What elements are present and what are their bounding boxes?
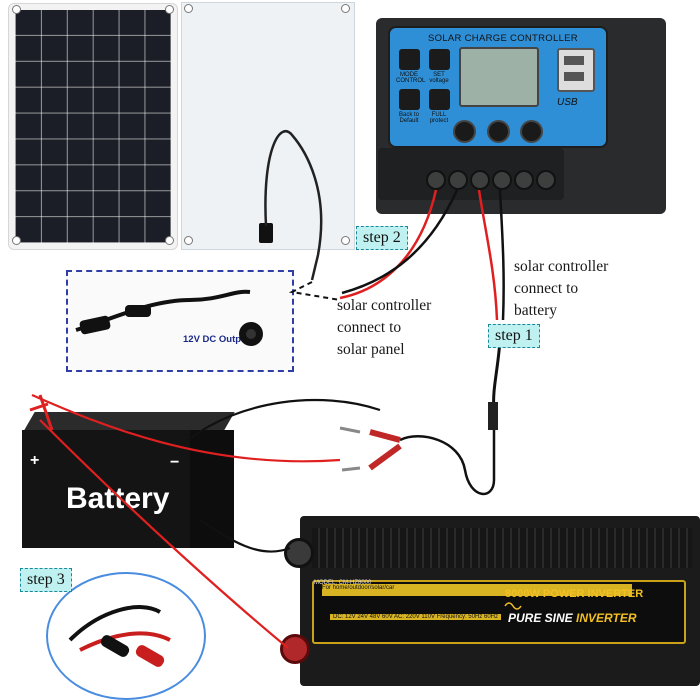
- inverter-subtitle: PURE SINE INVERTER: [508, 611, 637, 625]
- full-protect-icon-label: FULL protect: [429, 112, 449, 124]
- controller-title: SOLAR CHARGE CONTROLLER: [428, 33, 578, 44]
- solar-panel-back: [181, 2, 355, 250]
- usb-ports: [557, 48, 595, 92]
- terminal-screw: [470, 170, 490, 190]
- inverter-usage-line: For home/outdoor/solar/car: [322, 585, 395, 591]
- controller-up-button[interactable]: [487, 120, 510, 143]
- red-arrow-mark: [29, 394, 54, 431]
- inverter-spec-line: DC: 12V 24V 48V 60V AC: 220V 110V Freque…: [330, 614, 501, 620]
- controller-down-button[interactable]: [520, 120, 543, 143]
- battery-connect-line-1: solar controller: [514, 258, 609, 275]
- controller-menu-button[interactable]: [453, 120, 476, 143]
- battery-connect-note: solar controller connect to battery: [514, 256, 608, 322]
- battery: [22, 430, 190, 548]
- dc-cable-coil: [399, 430, 496, 496]
- inverter-wattage: 8000W: [505, 588, 540, 600]
- full-protect-icon: [429, 89, 450, 110]
- mode-icon-label: MODE CONTROL: [396, 72, 426, 84]
- panel-grommet: [184, 236, 193, 245]
- inverter-power-label: POWER INVERTER: [542, 588, 644, 600]
- battery-clamps-circle: [46, 572, 206, 700]
- inverter-model: MODEL: CM-HZ8000: [314, 580, 372, 586]
- panel-cable: [264, 130, 323, 281]
- dc-male-plug: [79, 315, 111, 335]
- panel-connect-line-1: solar controller: [337, 297, 432, 314]
- inverter-word: INVERTER: [576, 611, 637, 625]
- red-clamp: [369, 429, 401, 443]
- panel-black-wire: [341, 189, 459, 295]
- step-2-badge: step 2: [356, 226, 408, 250]
- panel-grommet: [341, 236, 350, 245]
- clamp-jaws: [339, 426, 361, 472]
- controller-lcd-screen: [459, 47, 539, 107]
- inverter-heatsink-fins: [312, 528, 692, 568]
- panel-grommet: [12, 236, 21, 245]
- dc-plug: [488, 402, 498, 430]
- panel-connect-note: solar controller connect to solar panel: [337, 295, 431, 361]
- junction-box: [259, 223, 273, 243]
- terminal-screw: [514, 170, 534, 190]
- battery-positive-sign: +: [30, 452, 40, 469]
- terminal-screw: [426, 170, 446, 190]
- inverter-title: 8000W POWER INVERTER: [505, 588, 643, 600]
- mode-icon: [399, 49, 420, 70]
- back-to-default-icon: [399, 89, 420, 110]
- panel-grommet: [184, 4, 193, 13]
- panel-connect-line-2: connect to: [337, 319, 402, 336]
- panel-grommet: [165, 236, 174, 245]
- inverter-red-lead: [39, 419, 289, 649]
- inverter-red-terminal: [280, 634, 310, 664]
- battery-red-lead: [31, 393, 341, 463]
- battery-label: Battery: [66, 482, 170, 515]
- battery-cable: [492, 339, 502, 411]
- battery-negative-sign: −: [170, 454, 180, 471]
- battery-black-lead: [187, 398, 381, 441]
- panel-dashed-link: [288, 281, 341, 301]
- sine-wave-mark: [504, 602, 522, 610]
- terminal-screw: [492, 170, 512, 190]
- battery-connect-line-3: battery: [514, 302, 558, 319]
- panel-grommet: [165, 5, 174, 14]
- set-voltage-icon-label: SET voltage: [429, 72, 449, 84]
- battery-connect-line-2: connect to: [514, 280, 579, 297]
- set-voltage-icon: [429, 49, 450, 70]
- panel-connect-line-3: solar panel: [337, 341, 405, 358]
- inverter-gold-strip: [322, 584, 632, 596]
- back-to-default-icon-label: Back to Default: [398, 112, 419, 124]
- dc-female-plug: [125, 305, 151, 317]
- red-clamp: [368, 443, 402, 471]
- usb-label: USB: [557, 97, 578, 108]
- terminal-screw: [448, 170, 468, 190]
- panel-grommet: [341, 4, 350, 13]
- inverter-black-lead: [199, 519, 291, 553]
- panel-grommet: [12, 5, 21, 14]
- solar-cells: [15, 10, 171, 243]
- step-3-badge: step 3: [20, 568, 72, 592]
- step-1-badge: step 1: [488, 324, 540, 348]
- battery-black-wire: [498, 189, 505, 321]
- battery-red-wire: [477, 189, 499, 321]
- inverter-pure-sine: PURE SINE: [508, 611, 573, 625]
- dc-output-label: 12V DC Output: [183, 334, 251, 345]
- monocrystalline-solar-panel: [8, 3, 178, 250]
- terminal-screw: [536, 170, 556, 190]
- inverter-black-terminal: [284, 538, 314, 568]
